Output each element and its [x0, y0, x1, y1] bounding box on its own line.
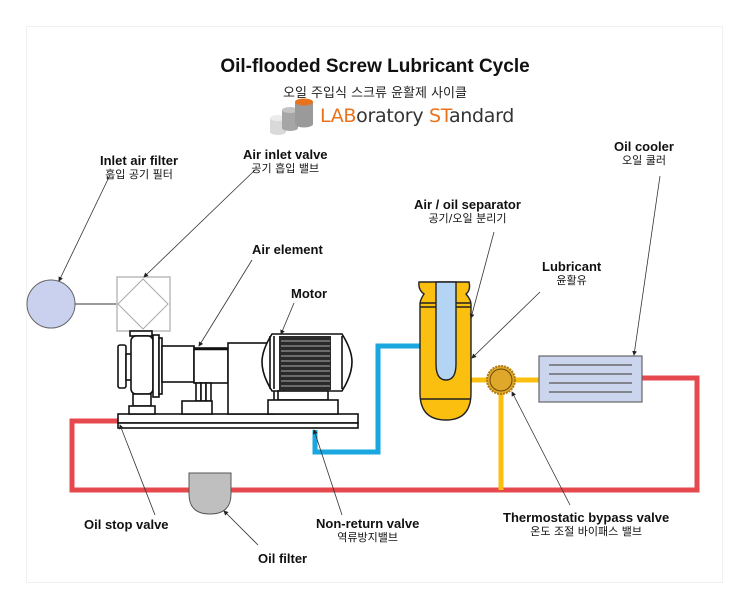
label-en: Lubricant — [542, 259, 602, 274]
separator-element — [435, 281, 457, 381]
diagram-subtitle: 오일 주입식 스크류 윤활제 사이클 — [283, 86, 467, 101]
label-en: Oil cooler — [614, 139, 674, 154]
label-oil-cooler: Oil cooler 오일 쿨러 — [614, 139, 674, 168]
diagram-title: Oil-flooded Screw Lubricant Cycle — [220, 56, 530, 77]
label-thermostatic-bypass-valve: Thermostatic bypass valve 온도 조절 바이패스 밸브 — [503, 510, 669, 539]
label-oil-stop-valve: Oil stop valve — [84, 517, 169, 532]
inlet-air-filter — [26, 279, 76, 329]
label-oil-filter: Oil filter — [258, 551, 307, 566]
label-en: Air / oil separator — [414, 197, 521, 212]
label-ko: 흡입 공기 필터 — [105, 168, 173, 181]
label-ko: 윤활유 — [556, 274, 587, 287]
label-non-return-valve: Non-return valve 역류방지밸브 — [316, 516, 419, 545]
diagram-frame — [26, 26, 723, 583]
air-oil-separator — [418, 281, 472, 421]
leader-lines — [58, 169, 661, 546]
brand-accent-2: ST — [429, 105, 449, 127]
air-oil-discharge-line — [312, 343, 420, 455]
compressor-assembly — [117, 330, 359, 429]
label-air-element: Air element — [252, 242, 323, 257]
air-inlet-valve — [116, 276, 171, 332]
label-en: Air inlet valve — [243, 147, 328, 162]
label-lubricant: Lubricant 윤활유 — [542, 259, 601, 288]
brand-rest-1: oratory — [356, 105, 430, 127]
label-ko: 역류방지밸브 — [337, 531, 399, 544]
brand-rest-2: andard — [448, 105, 515, 127]
label-ko: 오일 쿨러 — [621, 154, 666, 167]
label-air-oil-separator: Air / oil separator 공기/오일 분리기 — [414, 197, 521, 226]
label-en: Oil stop valve — [84, 517, 169, 532]
brand-accent-1: LAB — [320, 105, 357, 127]
label-en: Air element — [252, 242, 323, 257]
stacked-cylinders-icon — [270, 98, 313, 135]
oil-filter — [188, 472, 232, 515]
label-ko: 공기/오일 분리기 — [428, 212, 507, 225]
label-ko: 온도 조절 바이패스 밸브 — [530, 525, 642, 538]
label-en: Motor — [291, 286, 328, 301]
lubricant-line — [470, 377, 540, 490]
oil-cooler — [538, 355, 643, 403]
label-air-inlet-valve: Air inlet valve 공기 흡입 밸브 — [243, 147, 328, 176]
label-motor: Motor — [291, 286, 327, 301]
label-en: Non-return valve — [316, 516, 420, 531]
label-en: Inlet air filter — [100, 153, 179, 168]
hot-oil-line — [69, 375, 700, 493]
label-en: Thermostatic bypass valve — [503, 510, 670, 525]
label-ko: 공기 흡입 밸브 — [251, 162, 320, 175]
thermostatic-bypass-valve — [486, 365, 516, 395]
label-en: Oil filter — [258, 551, 308, 566]
brand-wordmark: LABoratory STandard — [320, 105, 514, 127]
label-inlet-air-filter: Inlet air filter 흡입 공기 필터 — [100, 153, 178, 182]
